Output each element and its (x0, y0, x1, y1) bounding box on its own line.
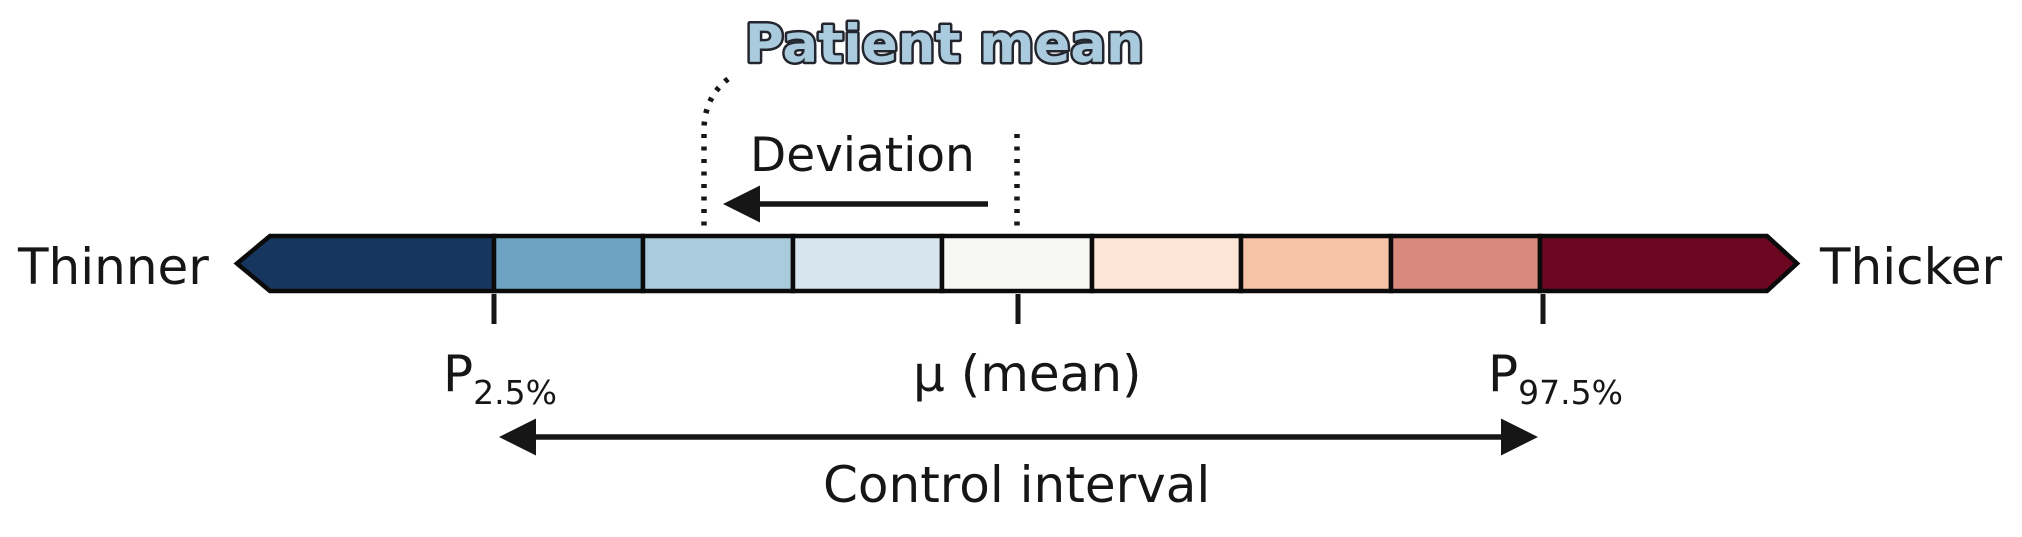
bar-segment (1238, 233, 1394, 294)
bar-segment (491, 233, 646, 294)
bar-segment (1089, 233, 1244, 294)
thinner-label: Thinner (18, 238, 209, 296)
control-interval-left-arrowhead-icon (499, 418, 536, 456)
p-high-main: P (1488, 345, 1519, 403)
control-interval-arrow (499, 418, 1538, 456)
bar-segment (1388, 233, 1543, 294)
control-interval-right-arrowhead-icon (1501, 418, 1538, 456)
thicker-label: Thicker (1820, 238, 2003, 296)
mean-label: μ (mean) (913, 345, 1142, 403)
p-high-label: P97.5% (1488, 345, 1623, 412)
bar-segment (790, 233, 945, 294)
p-high-subscript: 97.5% (1518, 373, 1623, 412)
thinner-arrow-segment (233, 233, 497, 294)
p-low-label: P2.5% (443, 345, 557, 412)
control-interval-label: Control interval (823, 456, 1211, 514)
bar-segment (640, 233, 796, 294)
thicker-arrow-segment (1537, 233, 1801, 294)
deviation-label: Deviation (750, 128, 975, 183)
deviation-arrowhead-icon (723, 185, 760, 223)
color-bar (233, 233, 1801, 294)
patient-mean-label: Patient mean (745, 14, 1144, 75)
deviation-arrow (723, 185, 988, 223)
p-low-subscript: 2.5% (473, 373, 557, 412)
p-low-main: P (443, 345, 474, 403)
bar-segment (939, 233, 1095, 294)
